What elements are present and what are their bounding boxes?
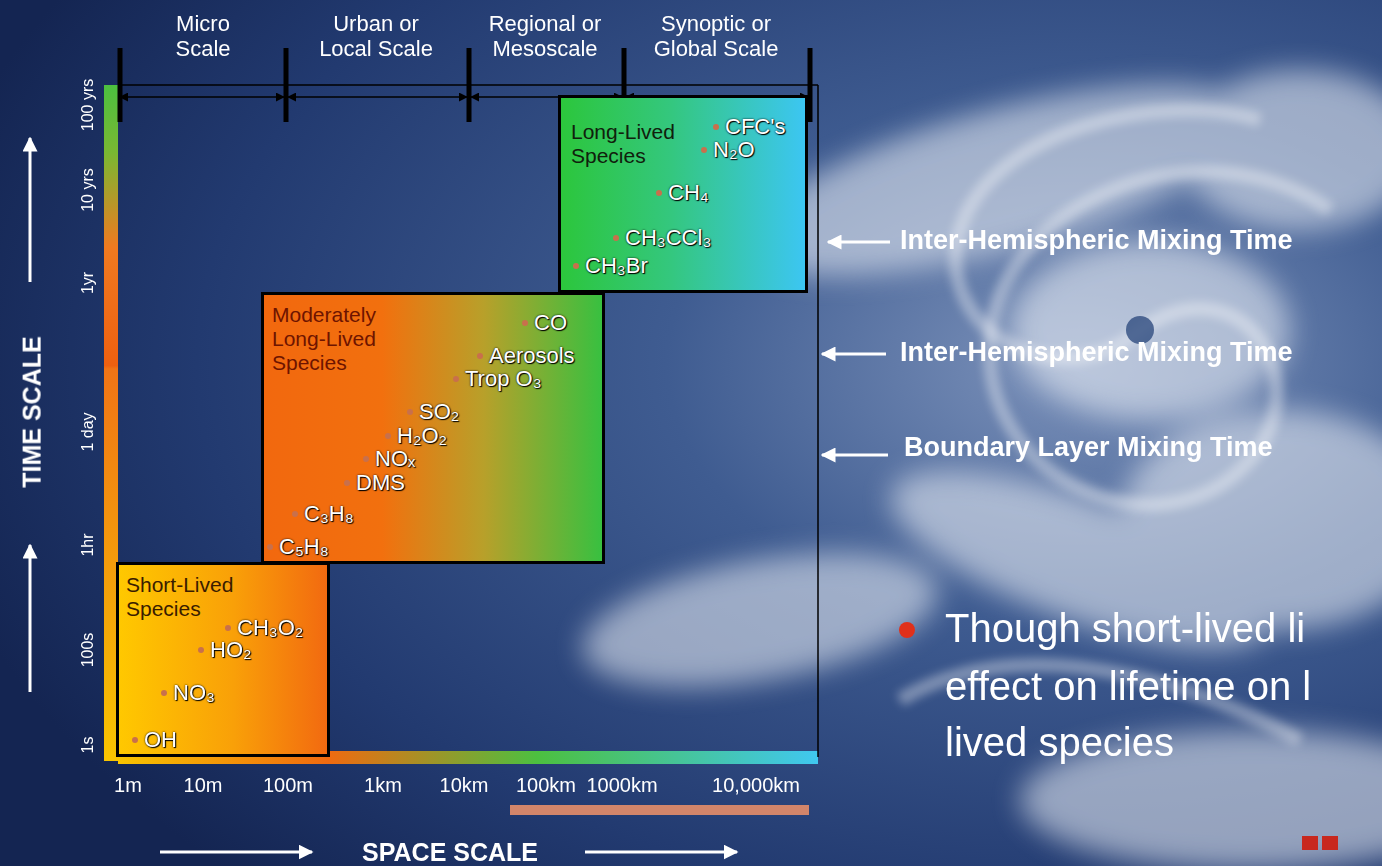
species-dot bbox=[198, 647, 204, 653]
box-heading: Short-Lived Species bbox=[126, 573, 251, 621]
species-label: NO₃ bbox=[173, 682, 215, 704]
tick-label: 100 yrs bbox=[79, 79, 97, 131]
tick-label: 100km bbox=[516, 774, 576, 797]
scale-label: Regional or Mesoscale bbox=[475, 11, 615, 62]
species-dot bbox=[453, 376, 459, 382]
species-dot bbox=[477, 353, 483, 359]
species-label: CFC's bbox=[725, 116, 785, 138]
tick-label: 10m bbox=[184, 774, 223, 797]
species-dot bbox=[225, 625, 231, 631]
species-label: Trop O₃ bbox=[465, 368, 542, 390]
scale-label: Synoptic or Global Scale bbox=[641, 11, 791, 62]
tick-label: 1yr bbox=[79, 272, 97, 294]
species-label: HO₂ bbox=[210, 639, 252, 661]
species-label: CH₃O₂ bbox=[237, 617, 303, 639]
lifetime-box: Moderately Long-Lived Species CO AerosolsT… bbox=[261, 292, 605, 564]
species-dot bbox=[656, 190, 662, 196]
tick-label: 1m bbox=[114, 774, 142, 797]
species-label: C₃H₈ bbox=[304, 503, 354, 525]
species-dot bbox=[613, 235, 619, 241]
species-label: CH₃Br bbox=[585, 255, 648, 277]
species-label: N₂O bbox=[713, 139, 755, 161]
species-label: DMS bbox=[356, 472, 405, 494]
species-label: SO₂ bbox=[419, 401, 459, 423]
species-label: Aerosols bbox=[489, 345, 575, 367]
annotation: Boundary Layer Mixing Time bbox=[904, 432, 1273, 463]
bullet-text: lived species bbox=[945, 719, 1174, 765]
species-label: H₂O₂ bbox=[397, 425, 447, 447]
species-dot bbox=[161, 690, 167, 696]
lifetime-box: Short-Lived SpeciesCH₃O₂HO₂ NO₃ OH bbox=[116, 562, 330, 757]
species-dot bbox=[363, 456, 369, 462]
tick-label: 1hr bbox=[79, 533, 97, 556]
tick-label: 1km bbox=[364, 774, 402, 797]
species-label: C₅H₈ bbox=[279, 536, 329, 558]
species-dot bbox=[344, 480, 350, 486]
species-dot bbox=[132, 737, 138, 743]
species-label: NOₓ bbox=[375, 448, 415, 470]
tick-label: 1s bbox=[79, 737, 97, 754]
tick-label: 10 yrs bbox=[79, 168, 97, 212]
species-dot bbox=[573, 263, 579, 269]
box-heading: Moderately Long-Lived Species bbox=[272, 303, 397, 375]
lifetime-box: Long-Lived Species CFC'sN₂OCH₄ CH₃CCl₃ CH₃B… bbox=[558, 95, 808, 293]
tick-label: 1000km bbox=[586, 774, 657, 797]
tick-label: 10km bbox=[440, 774, 489, 797]
species-dot bbox=[407, 409, 413, 415]
tick-label: 1 day bbox=[79, 412, 97, 451]
species-dot bbox=[701, 147, 707, 153]
scale-label: Urban or Local Scale bbox=[309, 11, 444, 62]
bullet-text: effect on lifetime on l bbox=[945, 663, 1311, 709]
bullet-text: Though short-lived li bbox=[945, 605, 1305, 651]
box-heading: Long-Lived Species bbox=[571, 120, 696, 168]
species-label: CH₄ bbox=[668, 182, 709, 204]
axis-title: SPACE SCALE bbox=[362, 838, 538, 866]
tick-label: 100m bbox=[263, 774, 313, 797]
scale-label: Micro Scale bbox=[153, 11, 253, 62]
species-dot bbox=[713, 124, 719, 130]
species-dot bbox=[385, 433, 391, 439]
annotation: Inter-Hemispheric Mixing Time bbox=[900, 337, 1293, 368]
species-dot bbox=[522, 320, 528, 326]
species-dot bbox=[292, 511, 298, 517]
annotation: Inter-Hemispheric Mixing Time bbox=[900, 225, 1293, 256]
species-label: OH bbox=[144, 729, 177, 751]
species-label: CO bbox=[534, 312, 567, 334]
tick-label: 100s bbox=[79, 633, 97, 668]
tick-label: 10,000km bbox=[712, 774, 800, 797]
axis-title: TIME SCALE bbox=[18, 336, 47, 487]
species-dot bbox=[267, 544, 273, 550]
species-label: CH₃CCl₃ bbox=[625, 227, 711, 249]
